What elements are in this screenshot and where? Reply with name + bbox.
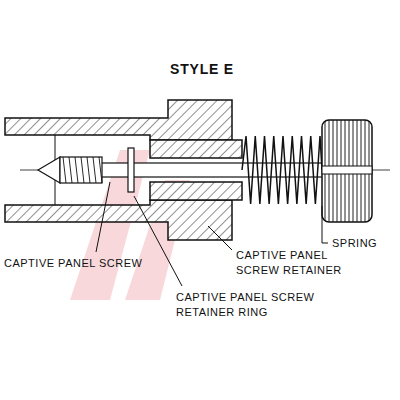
housing-wall bbox=[5, 100, 232, 140]
part-label: SPRING bbox=[332, 236, 394, 251]
part-label: CAPTIVE PANEL SCREW bbox=[4, 256, 154, 271]
retainer-sleeve bbox=[150, 140, 242, 158]
screw-threads bbox=[63, 157, 102, 183]
thread-stroke bbox=[75, 157, 78, 183]
thread-stroke bbox=[69, 157, 72, 183]
screw-thread-body bbox=[60, 157, 102, 183]
leader-line bbox=[322, 206, 328, 243]
thread-stroke bbox=[99, 157, 102, 183]
thread-stroke bbox=[81, 157, 84, 183]
knurled-head bbox=[322, 120, 372, 222]
retainer-sleeve bbox=[150, 182, 242, 200]
thread-stroke bbox=[87, 157, 90, 183]
thread-stroke bbox=[93, 157, 96, 183]
leader-line bbox=[208, 226, 232, 250]
leader-line bbox=[96, 182, 110, 252]
diagram-title: STYLE E bbox=[170, 62, 234, 77]
part-label: CAPTIVE PANEL SCREW RETAINER bbox=[236, 248, 358, 278]
spring-coil bbox=[242, 136, 322, 204]
retainer-ring bbox=[128, 148, 134, 192]
thread-stroke bbox=[63, 157, 66, 183]
part-label: CAPTIVE PANEL SCREW RETAINER RING bbox=[176, 290, 336, 320]
housing-wall bbox=[5, 200, 232, 240]
screw-tip bbox=[38, 157, 60, 183]
leader-line bbox=[134, 196, 182, 286]
head-slot bbox=[322, 166, 372, 174]
